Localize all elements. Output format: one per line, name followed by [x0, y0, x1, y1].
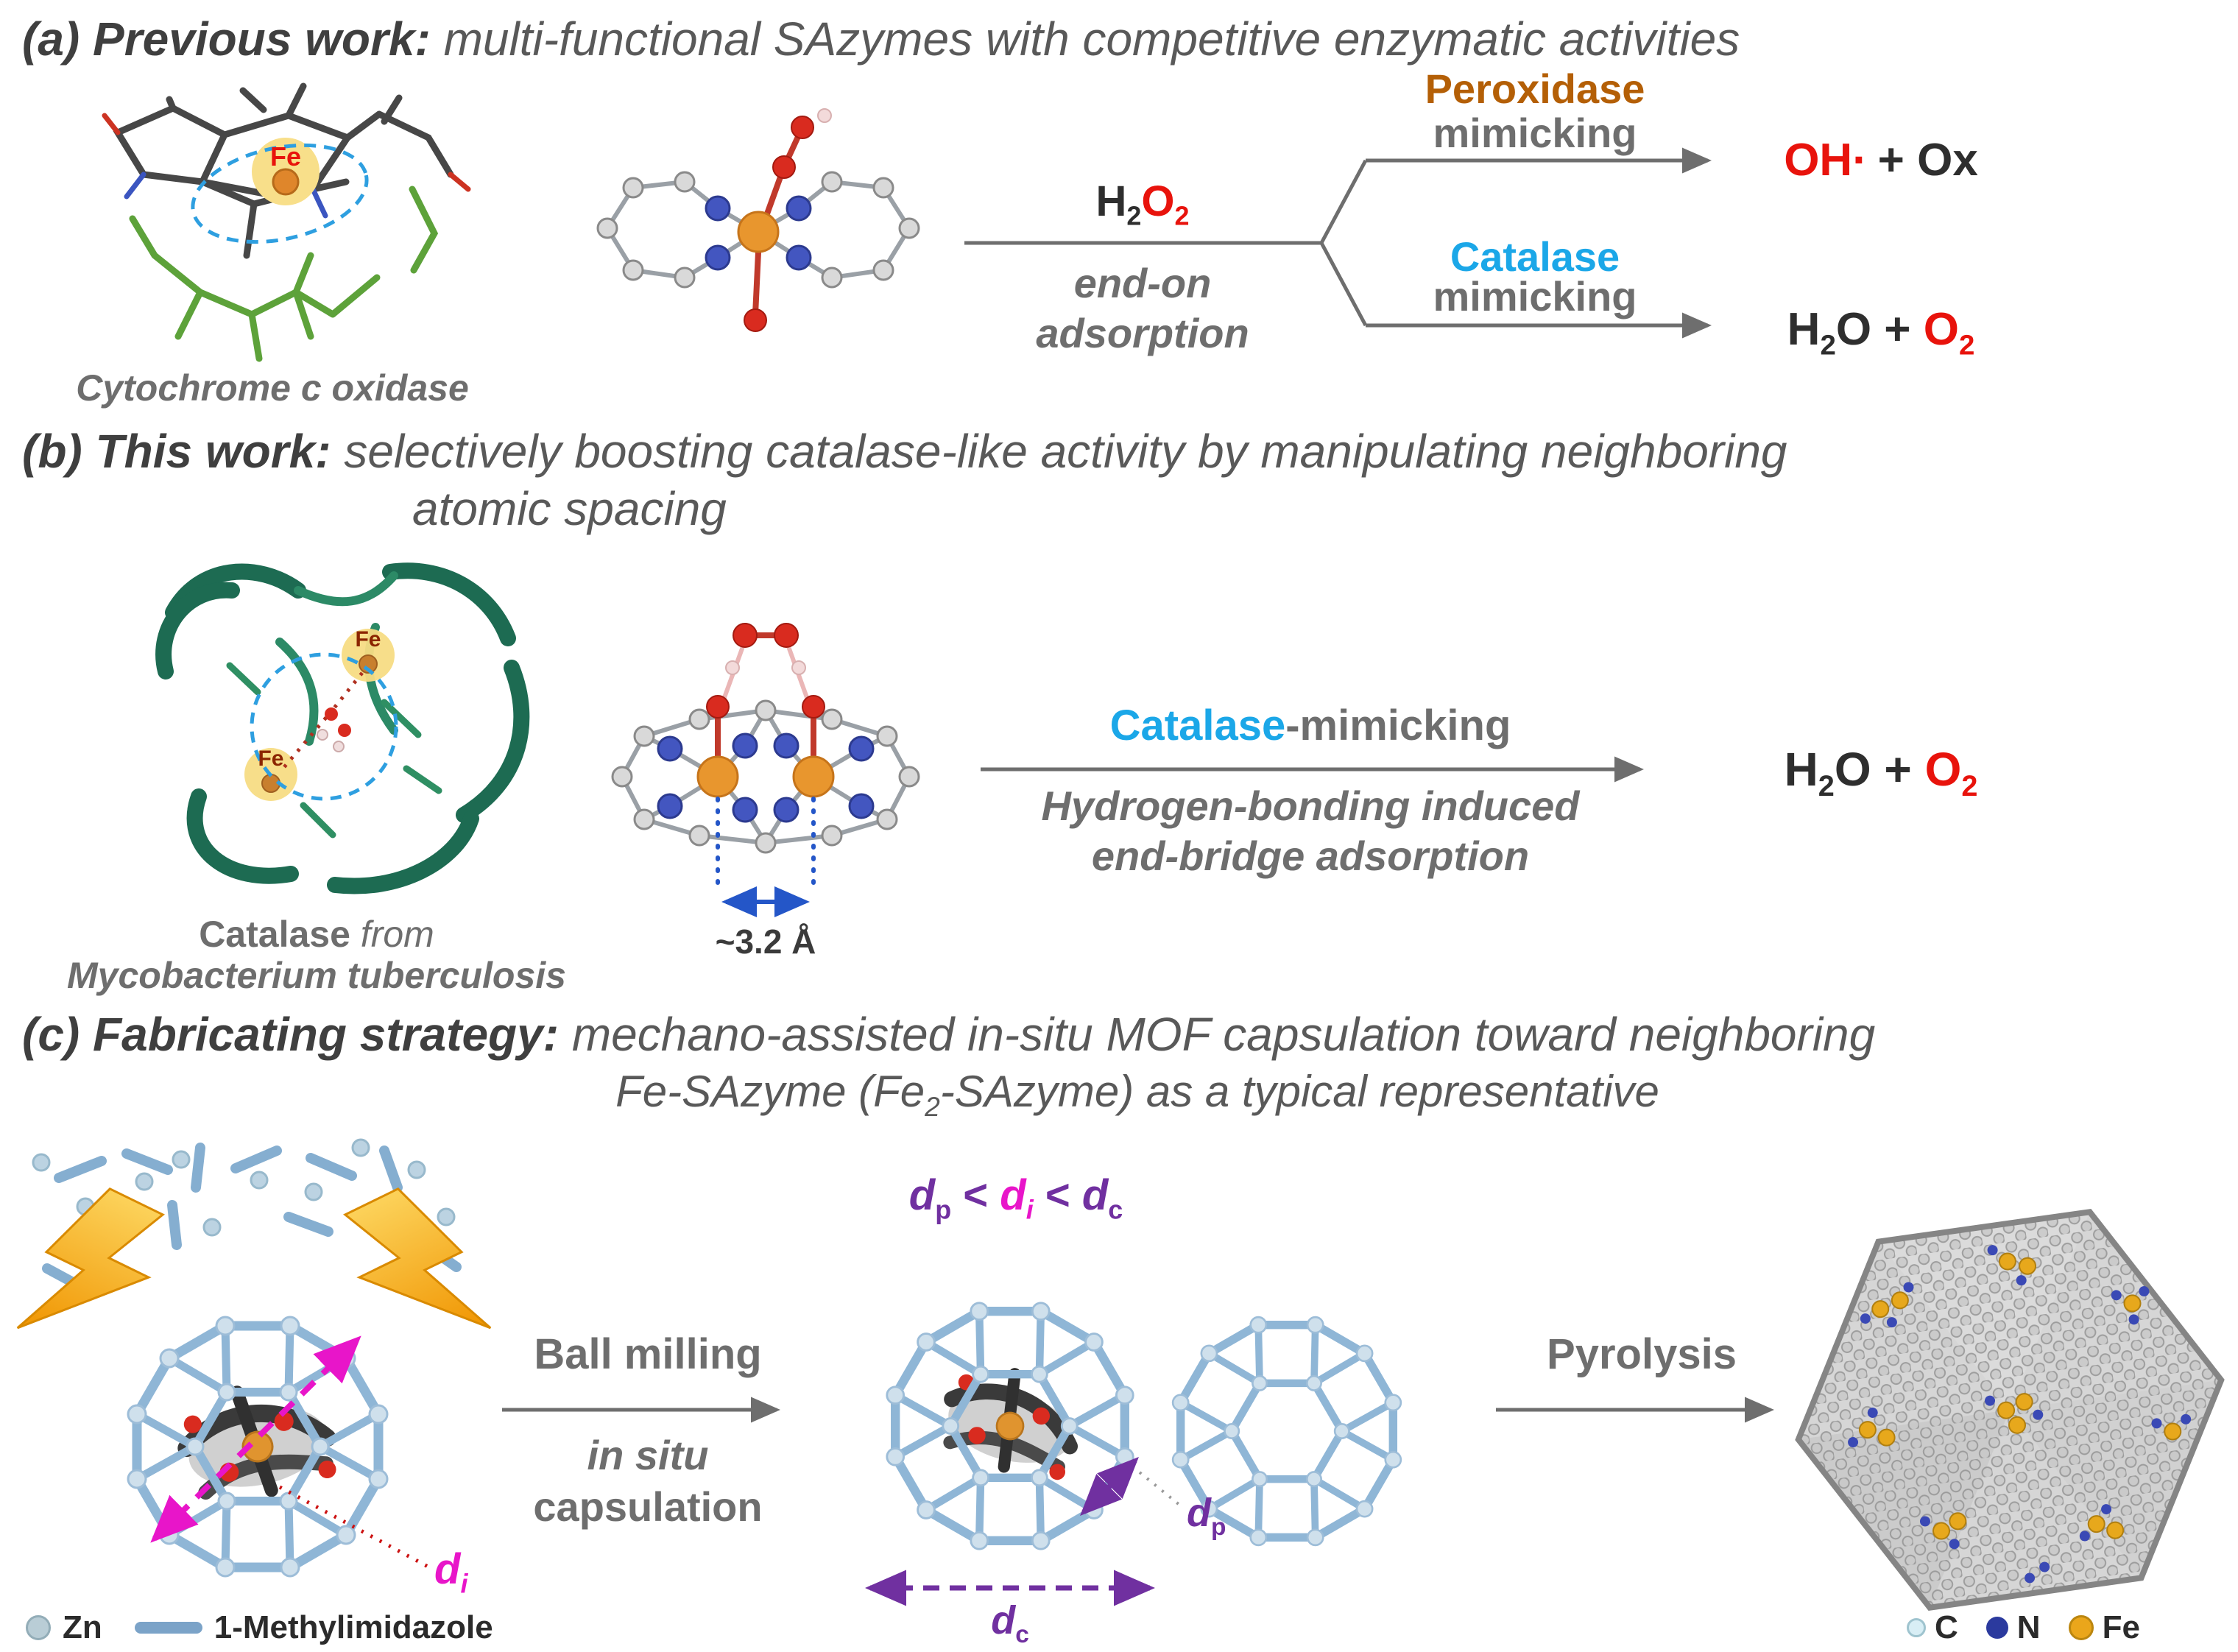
panel-c-title-tag: (c) Fabricating strategy: [22, 1008, 560, 1061]
fe-atom [272, 168, 300, 196]
in-situ-label: in situ [587, 1432, 709, 1478]
fe-label-2: Fe [258, 746, 283, 771]
legend-right: C N Fe [1907, 1609, 2140, 1646]
oxygen-atoms [706, 623, 825, 719]
double-zif-cage [865, 1216, 1480, 1606]
fe2-n-model: ~3.2 Å [611, 623, 920, 961]
legend-fe-label: Fe [2102, 1609, 2140, 1645]
capsulation-label: capsulation [533, 1483, 763, 1530]
carbon-atoms [596, 171, 920, 289]
fe-n-clusters [1848, 1245, 2192, 1584]
panel-a-title-rest: multi-functional SAzymes with competitiv… [430, 13, 1740, 66]
mimicking-top-label: mimicking [1433, 110, 1637, 156]
branch-arrows [964, 147, 1712, 339]
end-on-label: end-on [1073, 260, 1212, 306]
panel-b-title-rest: selectively boosting catalase-like activ… [331, 425, 1787, 478]
protein-ribbons [155, 562, 530, 894]
fe-sphere-icon [2068, 1615, 2094, 1640]
catalase-reaction-arrow [981, 756, 1644, 783]
nitrogen-atoms [705, 195, 812, 271]
active-site-circle [250, 652, 398, 801]
spacing-guides [716, 797, 816, 893]
active-site-circle [191, 143, 369, 244]
pyrolysis-arrow [1496, 1397, 1774, 1423]
panel-c-title: (c) Fabricating strategy: mechano-assist… [22, 1007, 1875, 1062]
hydrogen-atom [817, 108, 832, 123]
nitrogen-atoms [657, 733, 875, 823]
fe-atom-2 [792, 755, 835, 798]
end-bridge-label: end-bridge adsorption [1091, 833, 1530, 879]
catalase-label: Catalase [1450, 233, 1620, 280]
panel-b-title-tag: (b) This work: [22, 425, 331, 478]
dp-arrow [1080, 1457, 1139, 1516]
c-sphere-icon [1907, 1618, 1926, 1637]
catalase-protein-image: Fe Fe [155, 562, 530, 894]
cytochrome-structure-image: Fe [102, 82, 471, 362]
mimicking-bottom-label: mimicking [1433, 273, 1637, 320]
catalase-products: H2O + O2 [1787, 304, 1975, 361]
legend-methylimidazole-label: 1-Methylimidazole [213, 1609, 493, 1645]
ligand-sticks [129, 186, 439, 362]
panel-b-title: (b) This work: selectively boosting cata… [22, 424, 1787, 479]
dp-label: dp [1187, 1491, 1226, 1541]
carbon-atoms [611, 699, 920, 854]
peroxidase-products: OH∙ + Ox [1784, 135, 1978, 186]
peroxidase-label: Peroxidase [1425, 66, 1645, 112]
oxygen-atoms [744, 116, 814, 332]
ball-milling-label: Ball milling [534, 1330, 762, 1378]
legend-left: Zn 1-Methylimidazole [26, 1609, 493, 1646]
hydrogen-bonding-label: Hydrogen-bonding induced [1041, 783, 1580, 829]
spacing-value-label: ~3.2 Å [716, 922, 816, 961]
diameter-inequality: dp < di < dc [908, 1171, 1123, 1225]
carbon-particle-image [1795, 1208, 2225, 1612]
fe-n4-model [596, 108, 920, 332]
bonds [604, 179, 912, 280]
panel-b-title-line2: atomic spacing [412, 482, 727, 535]
hexagonal-particle [1795, 1208, 2225, 1612]
panel-a-title: (a) Previous work: multi-functional SAzy… [22, 12, 1740, 66]
catalase-mimicking-label: Catalase-mimicking [1109, 702, 1511, 749]
catalase-caption-line2: Mycobacterium tuberculosis [67, 955, 566, 996]
panel-c-title-rest: mechano-assisted in-situ MOF capsulation… [559, 1008, 1876, 1061]
bound-peroxide [317, 707, 351, 752]
ball-mill-arrow [502, 1397, 780, 1423]
dc-label: dc [991, 1598, 1029, 1648]
panel-c-title-line2: Fe-SAzyme (Fe2-SAzyme) as a typical repr… [615, 1067, 1659, 1122]
bonds [619, 707, 912, 846]
methylimidazole-rod-icon [134, 1622, 202, 1634]
pyrolysis-label: Pyrolysis [1547, 1330, 1737, 1378]
dp-leader-line [1138, 1471, 1181, 1506]
fe-atom [737, 211, 780, 253]
di-label: di [434, 1545, 468, 1599]
catalase-caption-line1: Catalase from [199, 914, 434, 955]
legend-zn-label: Zn [63, 1609, 102, 1645]
legend-c-label: C [1935, 1609, 1958, 1645]
legend-n-label: N [2016, 1609, 2041, 1645]
panel-b-products: H2O + O2 [1784, 743, 1978, 802]
panel-a-title-tag: (a) Previous work: [22, 13, 431, 66]
h2o2-label: H2O2 [1095, 177, 1190, 231]
lightning-icon [15, 1174, 177, 1372]
fe-atom-1 [696, 755, 739, 798]
adsorption-label: adsorption [1036, 310, 1249, 356]
fe-label-1: Fe [355, 627, 381, 652]
n-sphere-icon [1985, 1617, 2008, 1639]
cytochrome-caption: Cytochrome c oxidase [76, 367, 469, 409]
di-arrow [150, 1335, 361, 1543]
residue-sticks [226, 662, 442, 839]
zn-sphere-icon [26, 1615, 51, 1640]
zif-cage-with-guest [15, 1138, 493, 1609]
fe-label: Fe [270, 141, 301, 172]
